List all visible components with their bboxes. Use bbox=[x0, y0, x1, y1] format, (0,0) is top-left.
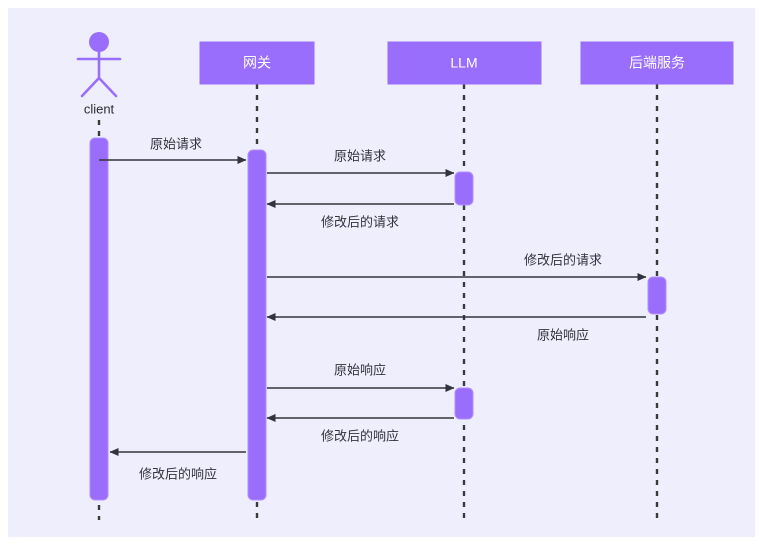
actor-leg-right bbox=[97, 76, 118, 98]
actor-leg-left bbox=[80, 76, 101, 98]
actor-head-icon bbox=[89, 32, 109, 52]
message-label: 原始响应 bbox=[537, 327, 589, 342]
participant-label-llm: LLM bbox=[450, 55, 477, 71]
participants-layer: 网关 LLM 后端服务 bbox=[199, 41, 734, 85]
message-2: 原始请求 bbox=[267, 148, 455, 177]
message-8: 修改后的响应 bbox=[109, 448, 246, 481]
message-7: 修改后的响应 bbox=[266, 414, 454, 443]
activations-layer bbox=[89, 137, 667, 501]
message-4: 修改后的请求 bbox=[267, 252, 647, 281]
message-label: 原始请求 bbox=[150, 136, 202, 151]
participant-label-backend: 后端服务 bbox=[629, 55, 685, 71]
activation-bar-gateway bbox=[247, 149, 267, 501]
message-label: 修改后的响应 bbox=[139, 466, 217, 481]
participant-box-llm bbox=[387, 41, 542, 85]
message-label: 原始响应 bbox=[334, 362, 386, 377]
activation-bar-llm bbox=[454, 387, 474, 420]
message-label: 修改后的响应 bbox=[321, 428, 399, 443]
message-5: 原始响应 bbox=[266, 313, 646, 342]
actor-label-client: client bbox=[84, 101, 115, 116]
message-label: 原始请求 bbox=[334, 148, 386, 163]
message-label: 修改后的请求 bbox=[524, 252, 602, 267]
message-6: 原始响应 bbox=[267, 362, 455, 392]
message-label: 修改后的请求 bbox=[321, 214, 399, 229]
activation-bar-backend bbox=[647, 276, 667, 315]
participant-box-gateway bbox=[199, 41, 315, 85]
actors-layer: client bbox=[76, 32, 122, 116]
participant-label-gateway: 网关 bbox=[243, 55, 271, 71]
participant-backend[interactable]: 后端服务 bbox=[580, 41, 734, 85]
actor-client[interactable]: client bbox=[76, 32, 122, 116]
participant-gateway[interactable]: 网关 bbox=[199, 41, 315, 85]
message-3: 修改后的请求 bbox=[266, 200, 454, 229]
activation-bar-llm bbox=[454, 171, 474, 206]
participant-llm[interactable]: LLM bbox=[387, 41, 542, 85]
activation-bar-client bbox=[89, 137, 109, 501]
message-1: 原始请求 bbox=[99, 136, 247, 164]
participant-box-backend bbox=[580, 41, 734, 85]
